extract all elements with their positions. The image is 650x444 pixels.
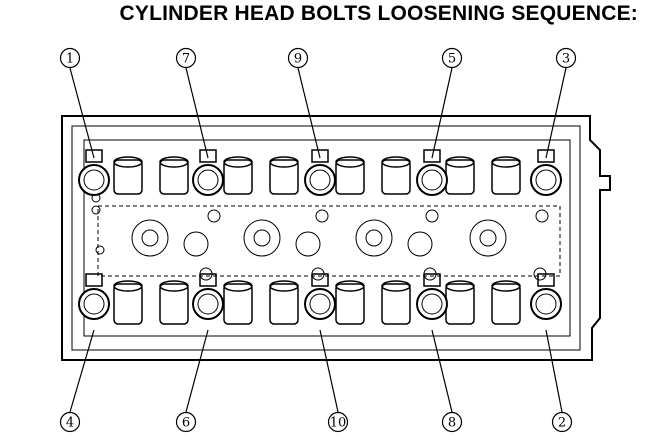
bolt-head bbox=[192, 273, 224, 320]
callout-number: 1 bbox=[66, 52, 74, 67]
callouts: 1 7 9 5 3 4 6 10 8 2 bbox=[59, 47, 577, 433]
callout-number: 9 bbox=[294, 52, 302, 67]
tappet bbox=[269, 156, 299, 195]
callout-number: 6 bbox=[182, 416, 190, 431]
tappet bbox=[491, 156, 521, 195]
bolt-callout: 9 bbox=[287, 47, 321, 159]
bolt-callout: 5 bbox=[431, 47, 463, 159]
tappet bbox=[113, 280, 143, 325]
bolt-head bbox=[530, 149, 562, 196]
bolt-head bbox=[304, 149, 336, 196]
bolt-callout: 3 bbox=[545, 47, 577, 159]
callout-number: 2 bbox=[558, 416, 566, 431]
tappet bbox=[335, 156, 365, 195]
bolt-callout: 7 bbox=[175, 47, 209, 159]
tappet bbox=[159, 156, 189, 195]
bolt-callout: 2 bbox=[545, 329, 573, 433]
tappet bbox=[445, 156, 475, 195]
bolt-callout: 4 bbox=[59, 329, 95, 433]
bolt-head bbox=[530, 273, 562, 320]
bolt-head bbox=[304, 273, 336, 320]
callout-number: 5 bbox=[448, 52, 456, 67]
bolt-head bbox=[416, 149, 448, 196]
tappet bbox=[159, 280, 189, 325]
tappet bbox=[269, 280, 299, 325]
callout-number: 3 bbox=[562, 52, 570, 67]
port-region bbox=[91, 193, 561, 281]
bolt-head bbox=[78, 273, 110, 320]
callout-number: 7 bbox=[182, 52, 190, 67]
cylinder-head-outline bbox=[61, 115, 611, 361]
bolt-callout: 1 bbox=[59, 47, 95, 159]
callout-number: 8 bbox=[448, 416, 456, 431]
tappet bbox=[381, 156, 411, 195]
tappet bbox=[223, 280, 253, 325]
bolt-head bbox=[416, 273, 448, 320]
bolt-head bbox=[192, 149, 224, 196]
callout-number: 4 bbox=[66, 416, 74, 431]
tappet bbox=[223, 156, 253, 195]
tappet bbox=[381, 280, 411, 325]
tappet bbox=[445, 280, 475, 325]
diagram-title: CYLINDER HEAD BOLTS LOOSENING SEQUENCE: bbox=[119, 2, 638, 25]
tappet bbox=[335, 280, 365, 325]
lower-tappets bbox=[113, 280, 521, 325]
tappet bbox=[491, 280, 521, 325]
tappet bbox=[113, 156, 143, 195]
bolt-head bbox=[78, 149, 110, 196]
bolt-callout: 10 bbox=[319, 329, 349, 433]
bolt-callout: 6 bbox=[175, 329, 209, 433]
bolt-heads bbox=[78, 149, 562, 320]
callout-number: 10 bbox=[330, 416, 347, 431]
bolt-callout: 8 bbox=[431, 329, 463, 433]
